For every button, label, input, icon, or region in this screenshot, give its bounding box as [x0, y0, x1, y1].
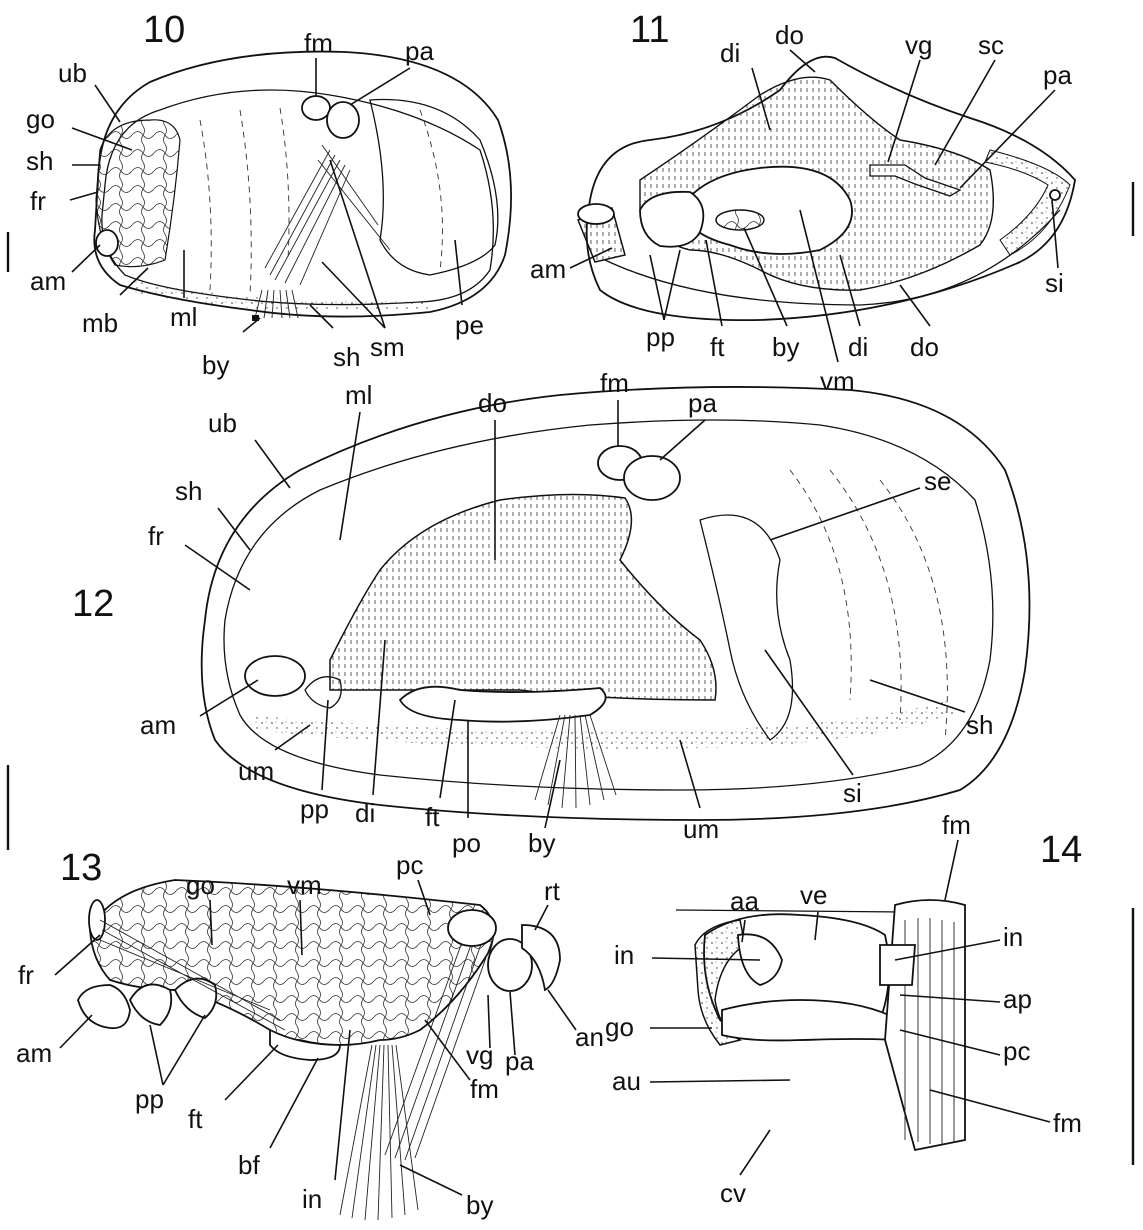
label-um-right: um — [683, 814, 719, 844]
label-mb: mb — [82, 308, 118, 338]
label-pc: pc — [1003, 1036, 1030, 1066]
label-in: in — [302, 1184, 322, 1214]
label-pc: pc — [396, 850, 423, 880]
label-pp: pp — [300, 794, 329, 824]
foot-muscle-scar — [302, 96, 330, 120]
figure-14: 14 fm aa ve in in ap go pc au fm — [605, 810, 1133, 1208]
label-in-right: in — [1003, 922, 1023, 952]
label-go: go — [186, 870, 215, 900]
label-vm: vm — [287, 870, 322, 900]
figure-12: 12 — [8, 368, 1030, 858]
label-pa: pa — [505, 1046, 534, 1076]
label-pa: pa — [1043, 60, 1072, 90]
label-ml: ml — [345, 380, 372, 410]
label-sh: sh — [26, 146, 53, 176]
figure-number: 12 — [72, 583, 114, 625]
label-do-lower: do — [910, 332, 939, 362]
label-fm: fm — [470, 1074, 499, 1104]
label-go: go — [26, 104, 55, 134]
label-sm: sm — [370, 332, 405, 362]
label-ft: ft — [188, 1104, 203, 1134]
label-fm: fm — [600, 368, 629, 398]
label-pe: pe — [455, 310, 484, 340]
label-fr: fr — [18, 960, 34, 990]
label-am: am — [530, 254, 566, 284]
label-am: am — [140, 710, 176, 740]
label-vg: vg — [466, 1040, 493, 1070]
anterior-adductor-muscle — [96, 230, 118, 256]
posterior-adductor — [624, 456, 680, 500]
label-bf: bf — [238, 1150, 260, 1180]
foot — [640, 192, 703, 247]
label-si: si — [843, 778, 862, 808]
byssus-gland — [716, 210, 764, 230]
frontal-retractor — [89, 900, 105, 940]
anterior-aorta-ap — [880, 945, 915, 985]
foot-muscle-fm — [885, 900, 965, 1150]
label-ap: ap — [1003, 984, 1032, 1014]
label-um: um — [238, 756, 274, 786]
label-do: do — [478, 388, 507, 418]
label-cv: cv — [720, 1178, 746, 1208]
label-fm-lower: fm — [1053, 1108, 1082, 1138]
label-au: au — [612, 1066, 641, 1096]
label-po: po — [452, 828, 481, 858]
label-pp: pp — [135, 1084, 164, 1114]
figure-number: 13 — [60, 847, 102, 889]
label-am: am — [16, 1038, 52, 1068]
figure-10: 10 — [8, 9, 511, 380]
label-fm: fm — [304, 28, 333, 58]
label-fr: fr — [148, 521, 164, 551]
label-ft: ft — [710, 332, 725, 362]
adductor-top — [578, 204, 614, 224]
figure-number: 11 — [630, 9, 669, 51]
label-si: si — [1045, 268, 1064, 298]
label-ml: ml — [170, 302, 197, 332]
label-sh-lower: sh — [333, 342, 360, 372]
label-vg: vg — [905, 30, 932, 60]
pallial-scar — [448, 910, 496, 946]
label-pp: pp — [646, 322, 675, 352]
label-fm: fm — [942, 810, 971, 840]
siphon-opening — [1050, 190, 1060, 200]
label-di: di — [720, 38, 740, 68]
label-sh: sh — [175, 476, 202, 506]
figure-13: 13 go — [16, 847, 604, 1220]
label-aa: aa — [730, 886, 759, 916]
label-sc: sc — [978, 30, 1004, 60]
label-se: se — [924, 466, 951, 496]
anterior-adductor-muscle — [245, 656, 305, 696]
pedal-protractor-1 — [130, 984, 171, 1025]
label-ub: ub — [208, 408, 237, 438]
label-ub: ub — [58, 58, 87, 88]
label-in-left: in — [614, 940, 634, 970]
label-do: do — [775, 20, 804, 50]
label-di: di — [355, 798, 375, 828]
label-sh-right: sh — [966, 710, 993, 740]
label-ve: ve — [800, 880, 827, 910]
posterior-adductor — [327, 102, 359, 138]
label-go: go — [605, 1012, 634, 1042]
label-by: by — [202, 350, 229, 380]
label-ft: ft — [425, 802, 440, 832]
figure-11: 11 do di vg sc — [530, 9, 1133, 396]
label-am: am — [30, 266, 66, 296]
label-pa: pa — [405, 36, 434, 66]
label-di-lower: di — [848, 332, 868, 362]
label-pa: pa — [688, 388, 717, 418]
figure-number: 14 — [1040, 829, 1082, 871]
label-rt: rt — [544, 876, 561, 906]
pedal-protractor-2 — [175, 979, 216, 1018]
label-fr: fr — [30, 186, 46, 216]
label-by: by — [466, 1190, 493, 1220]
label-an: an — [575, 1022, 604, 1052]
label-by: by — [772, 332, 799, 362]
figure-number: 10 — [143, 9, 185, 51]
dorsal-line — [676, 910, 900, 912]
byssus-threads — [340, 1045, 418, 1220]
label-by: by — [528, 828, 555, 858]
